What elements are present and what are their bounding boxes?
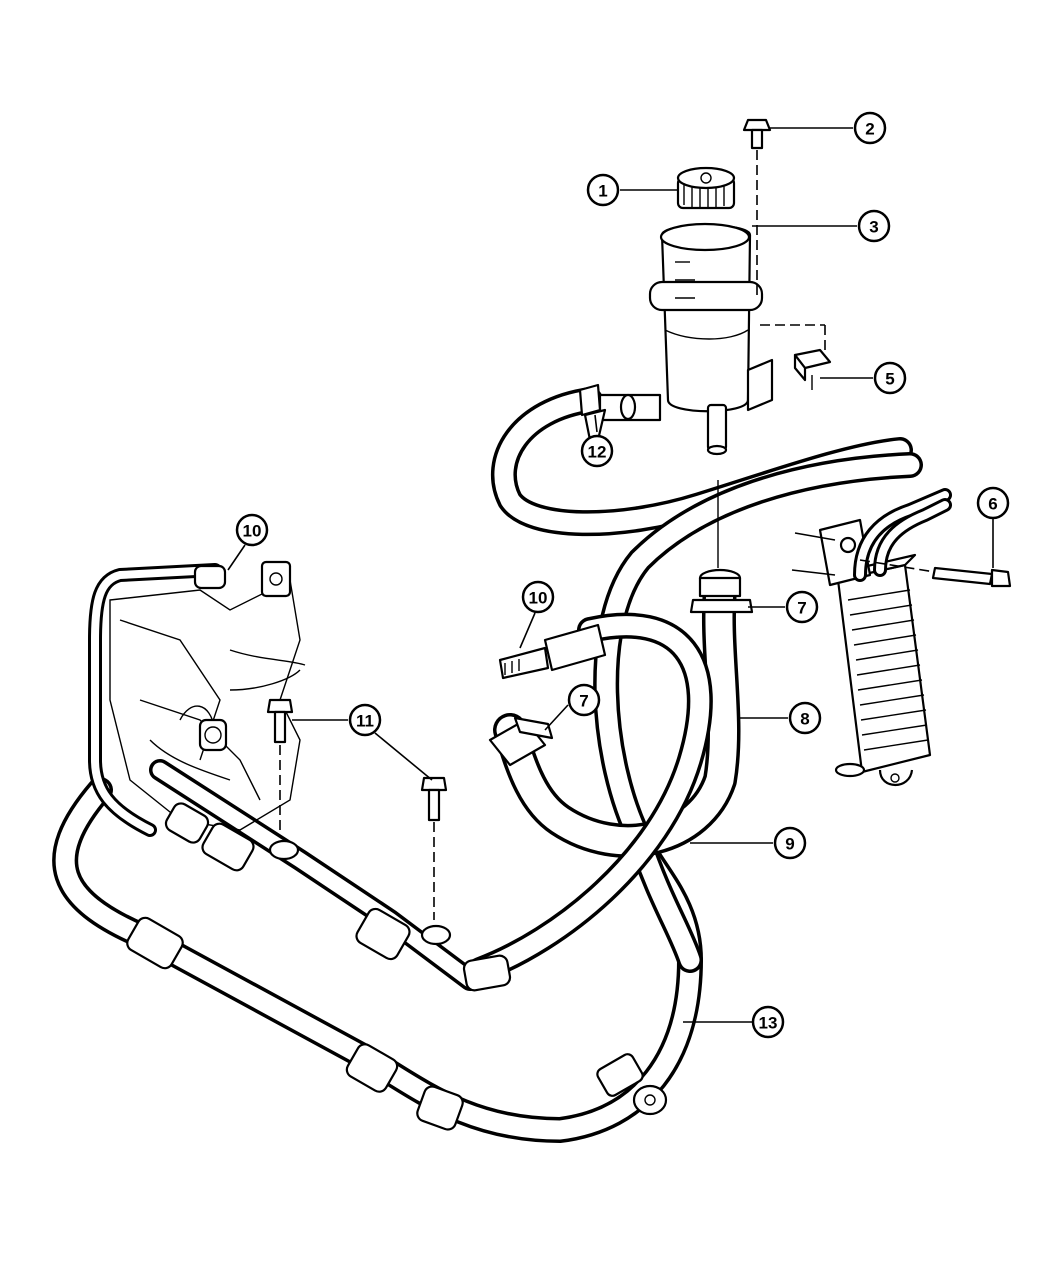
- svg-text:10: 10: [529, 589, 548, 608]
- svg-text:11: 11: [356, 712, 374, 731]
- fitting-10-center: [498, 623, 607, 680]
- callout-7-lower: 7: [567, 683, 601, 717]
- callout-13: 13: [751, 1005, 785, 1039]
- reservoir-cap: [676, 166, 736, 210]
- line-fittings: [126, 802, 668, 1131]
- svg-text:9: 9: [785, 835, 794, 854]
- svg-text:8: 8: [800, 710, 809, 729]
- hose-end-lower: [488, 716, 554, 767]
- callout-7-upper: 7: [785, 590, 819, 624]
- svg-text:1: 1: [598, 182, 607, 201]
- svg-text:7: 7: [797, 599, 806, 618]
- steering-gear-housing: [109, 560, 306, 831]
- svg-text:10: 10: [243, 522, 262, 541]
- steel-line-upper: [149, 759, 481, 991]
- callout-2: 2: [853, 111, 887, 145]
- bolt-6: [859, 559, 1012, 588]
- svg-text:7: 7: [579, 692, 588, 711]
- svg-text:2: 2: [865, 120, 874, 139]
- svg-text:5: 5: [885, 370, 894, 389]
- hose-9: [593, 452, 923, 973]
- hose-8: [493, 573, 741, 858]
- callout-8: 8: [788, 701, 822, 735]
- callout-6: 6: [976, 486, 1010, 520]
- callout-3: 3: [857, 209, 891, 243]
- bolt-2: [742, 118, 772, 300]
- callout-1: 1: [586, 173, 620, 207]
- svg-text:12: 12: [588, 443, 607, 462]
- svg-text:6: 6: [988, 495, 997, 514]
- hose-clamp-12: [578, 383, 607, 442]
- callout-9: 9: [773, 826, 807, 860]
- callout-10-center: 10: [521, 580, 555, 614]
- bracket-5: [760, 324, 832, 390]
- power-steering-cooler: [791, 488, 952, 786]
- svg-text:3: 3: [869, 218, 878, 237]
- callout-10-left: 10: [235, 513, 269, 547]
- bolt-11a: [266, 698, 294, 835]
- steel-line-frame: [88, 563, 222, 837]
- callout-5: 5: [873, 361, 907, 395]
- reservoir: [598, 222, 774, 456]
- leader-lines: [227, 127, 994, 1023]
- callout-12: 12: [580, 434, 614, 468]
- svg-text:13: 13: [759, 1014, 778, 1033]
- callout-11: 11: [348, 703, 382, 737]
- pressure-hose-loop: [467, 612, 713, 983]
- hose-end-8-top: [689, 480, 754, 614]
- bolt-11b: [420, 776, 448, 920]
